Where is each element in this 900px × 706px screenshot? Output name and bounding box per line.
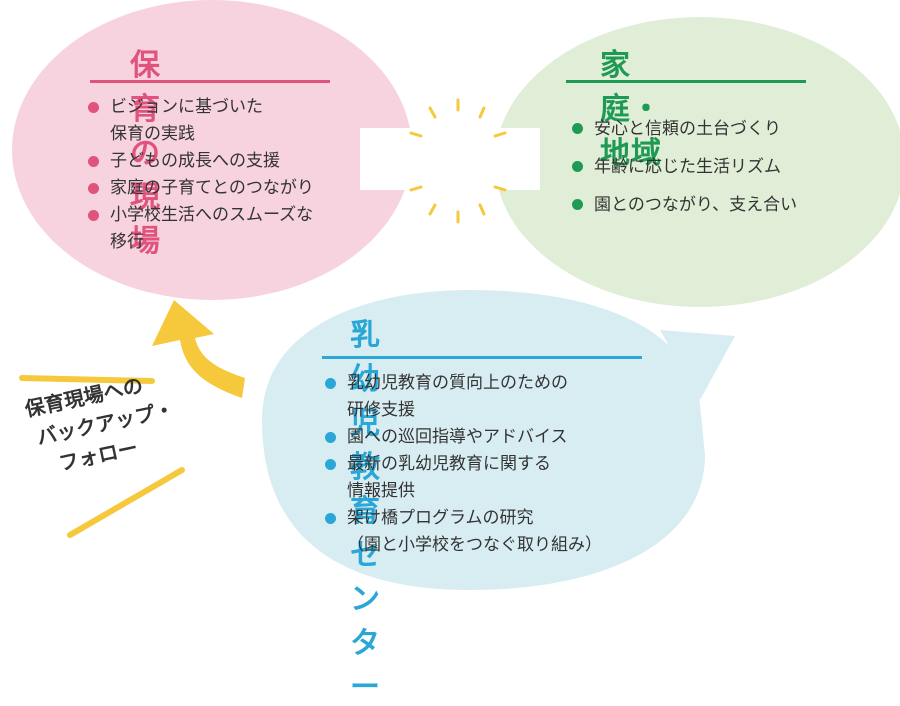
- list-item: 小学校生活へのスムーズな 移行: [88, 202, 378, 256]
- home-community-underline: [566, 80, 806, 83]
- list-item-text: 園とのつながり、支え合い: [594, 195, 798, 215]
- sparkle-rays: [409, 98, 507, 224]
- list-item-text: 園への巡回指導やアドバイス: [347, 427, 568, 447]
- label-stroke-top: [19, 375, 155, 384]
- list-item-text: 子どもの成長への支援: [110, 151, 280, 171]
- center-bubble: [262, 290, 735, 590]
- list-item: 園への巡回指導やアドバイス: [325, 424, 665, 451]
- list-item: 安心と信頼の土台づくり: [572, 110, 842, 148]
- childcare-site-title: 保育の現場: [130, 48, 161, 259]
- list-item-text: 安心と信頼の土台づくり: [594, 119, 781, 139]
- childcare-site-underline: [90, 80, 330, 83]
- label-stroke-bottom: [67, 467, 185, 538]
- list-item: 最新の乳幼児教育に関する 情報提供: [325, 451, 665, 505]
- list-item-text: 小学校生活へのスムーズな 移行: [110, 205, 314, 252]
- childcare-site-bubble: [12, 0, 412, 300]
- list-item-text: 架け橋プログラムの研究 （園と小学校をつなぐ取り組み）: [347, 508, 602, 555]
- list-item-text: 最新の乳幼児教育に関する 情報提供: [347, 454, 551, 501]
- list-item: 乳幼児教育の質向上のための 研修支援: [325, 370, 665, 424]
- bullet-dot: [88, 102, 99, 113]
- bullet-dot: [88, 183, 99, 194]
- home-community-list: 安心と信頼の土台づくり年齢に応じた生活リズム園とのつながり、支え合い: [572, 110, 842, 224]
- bullet-dot: [572, 199, 583, 210]
- bullet-dot: [572, 123, 583, 134]
- list-item: 家庭の子育てとのつながり: [88, 175, 378, 202]
- bullet-dot: [325, 459, 336, 470]
- bullet-dot: [572, 161, 583, 172]
- center-underline: [322, 356, 642, 359]
- diagram: 保育の現場 ビジョンに基づいた 保育の実践子どもの成長への支援家庭の子育てとのつ…: [12, 0, 900, 705]
- center-list: 乳幼児教育の質向上のための 研修支援園への巡回指導やアドバイス最新の乳幼児教育に…: [325, 370, 665, 559]
- childcare-site-list: ビジョンに基づいた 保育の実践子どもの成長への支援家庭の子育てとのつながり小学校…: [88, 94, 378, 256]
- bullet-dot: [88, 156, 99, 167]
- list-item: 園とのつながり、支え合い: [572, 186, 842, 224]
- home-community-title: 家庭・地域: [600, 48, 662, 171]
- list-item: 年齢に応じた生活リズム: [572, 148, 842, 186]
- bullet-dot: [325, 432, 336, 443]
- connector-band: [360, 128, 540, 190]
- support-arrow: [152, 300, 245, 398]
- list-item-text: 家庭の子育てとのつながり: [110, 178, 314, 198]
- list-item: ビジョンに基づいた 保育の実践: [88, 94, 378, 148]
- bullet-dot: [325, 513, 336, 524]
- list-item-text: 乳幼児教育の質向上のための 研修支援: [347, 373, 568, 420]
- home-community-bubble: [495, 17, 900, 307]
- list-item: 架け橋プログラムの研究 （園と小学校をつなぐ取り組み）: [325, 505, 665, 559]
- bullet-dot: [325, 378, 336, 389]
- list-item-text: ビジョンに基づいた 保育の実践: [110, 97, 263, 144]
- diagram-shapes: [12, 0, 900, 590]
- list-item: 子どもの成長への支援: [88, 148, 378, 175]
- list-item-text: 年齢に応じた生活リズム: [594, 157, 781, 177]
- bullet-dot: [88, 210, 99, 221]
